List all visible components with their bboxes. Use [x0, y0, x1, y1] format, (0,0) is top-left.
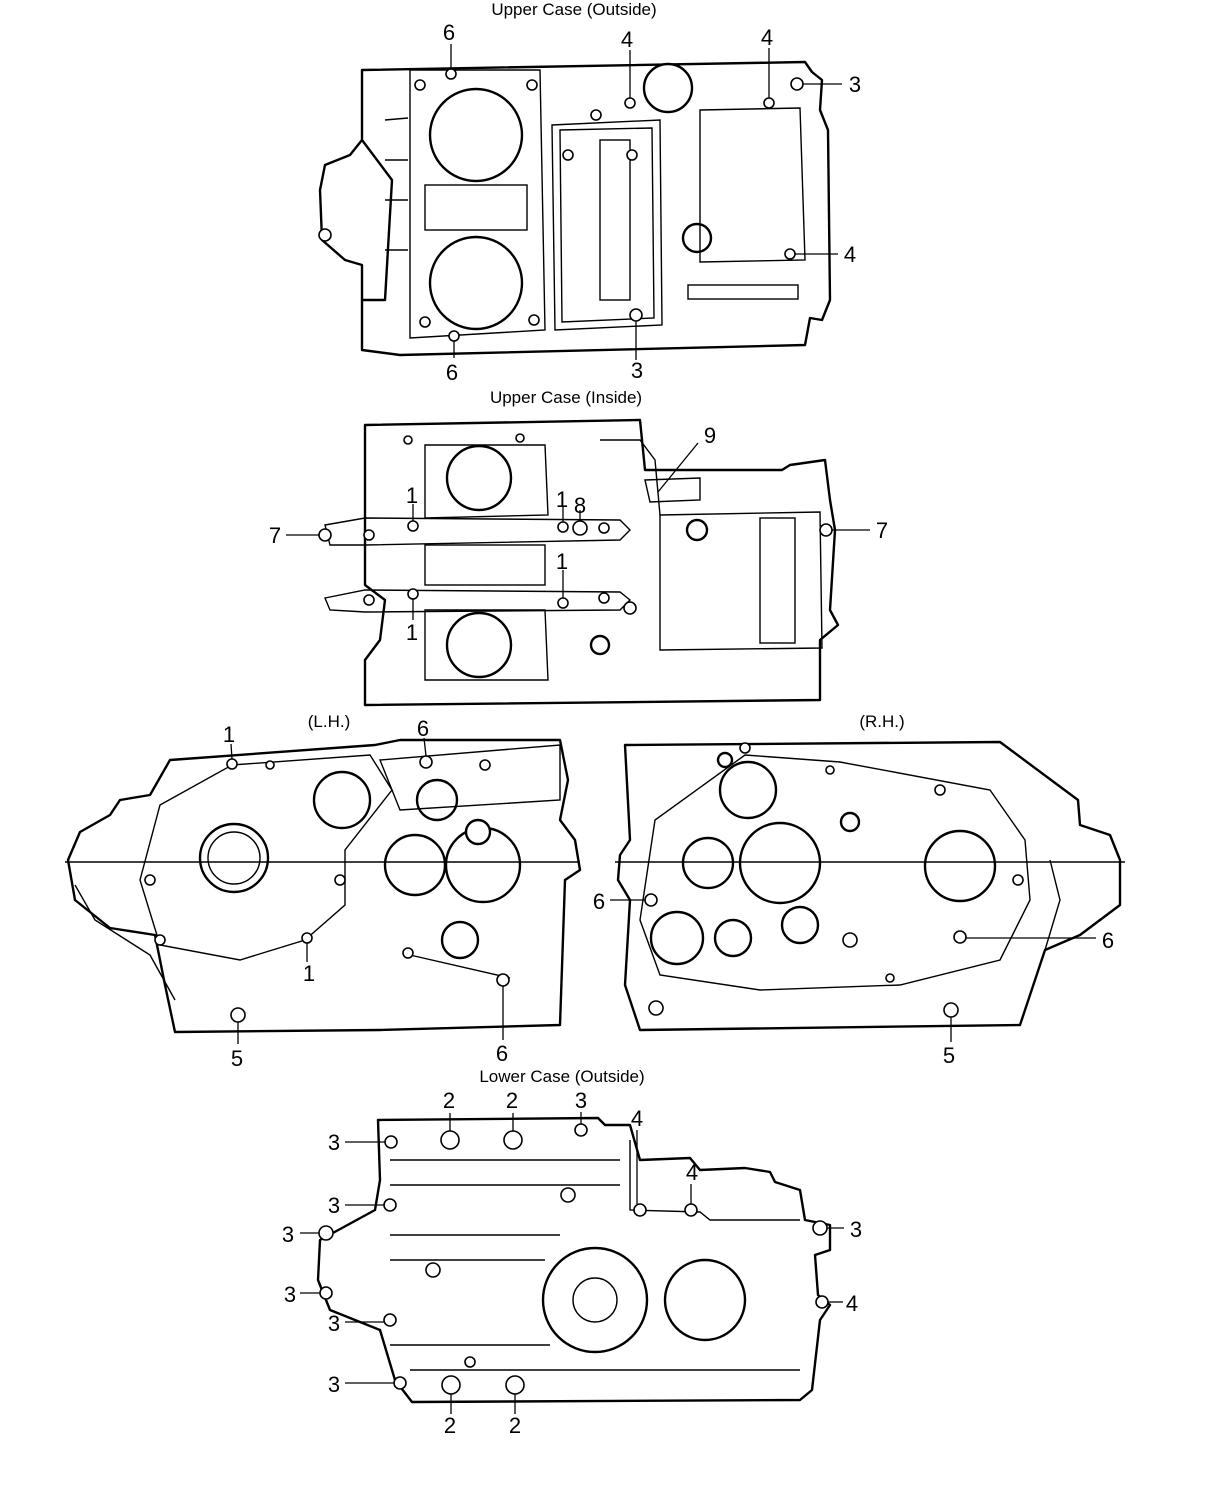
lower-case-outside-callouts: 2 2 3 4 3 4 3 3 3 4 3 3 3 2 2 [282, 1088, 862, 1438]
caption-upper-case-inside: Upper Case (Inside) [490, 388, 642, 407]
caption-lower-case-outside: Lower Case (Outside) [479, 1067, 644, 1086]
callout-uo-3-bottom: 3 [631, 358, 643, 383]
callout-uo-4-top-mid: 4 [621, 27, 633, 52]
callout-lo-3-left-3: 3 [282, 1222, 294, 1247]
callout-uo-4-right: 4 [844, 242, 856, 267]
upper-case-outside-callouts: 6 4 4 3 4 6 3 [443, 20, 861, 385]
caption-rh: (R.H.) [859, 712, 904, 731]
callout-lo-2-bottom-left: 2 [444, 1413, 456, 1438]
callout-ui-1-bottom-mid: 1 [556, 549, 568, 574]
callout-lo-3-left-4: 3 [284, 1282, 296, 1307]
upper-case-outside-drawing [318, 60, 832, 357]
rh-side-drawing [615, 740, 1125, 1032]
callout-uo-6-bottom: 6 [446, 360, 458, 385]
upper-case-inside-drawing [318, 418, 840, 707]
callout-lo-2-bottom-right: 2 [509, 1413, 521, 1438]
lower-case-outside-drawing [316, 1116, 832, 1404]
callout-ui-8: 8 [574, 493, 586, 518]
callout-lh-6-bottom: 6 [496, 1041, 508, 1066]
caption-upper-case-outside: Upper Case (Outside) [491, 0, 656, 19]
lh-side-view: (L.H.) [65, 712, 582, 1071]
callout-lh-1-top: 1 [223, 722, 235, 747]
lh-side-drawing [65, 738, 582, 1034]
callout-uo-3-right: 3 [849, 72, 861, 97]
upper-case-outside-view: Upper Case (Outside) [318, 0, 861, 385]
callout-lh-5: 5 [231, 1046, 243, 1071]
callout-lo-3-left-6: 3 [328, 1372, 340, 1397]
callout-lo-3-top: 3 [575, 1088, 587, 1113]
callout-lo-4-mid: 4 [686, 1160, 698, 1185]
callout-ui-7-right: 7 [876, 518, 888, 543]
callout-lo-3-left-2: 3 [328, 1193, 340, 1218]
lower-case-outside-view: Lower Case (Outside) [282, 1067, 862, 1438]
callout-lo-3-right: 3 [850, 1217, 862, 1242]
upper-case-inside-view: Upper Case (Inside) [269, 388, 888, 707]
callout-lh-1-bottom: 1 [303, 961, 315, 986]
rh-side-callouts: 6 6 5 [593, 889, 1114, 1068]
callout-lo-3-left-1: 3 [328, 1130, 340, 1155]
callout-ui-1-bottom-left: 1 [406, 620, 418, 645]
upper-case-inside-callouts: 9 1 1 8 7 7 1 1 [269, 423, 888, 645]
lh-side-callouts: 1 6 1 5 6 [223, 716, 508, 1071]
callout-rh-6-left: 6 [593, 889, 605, 914]
callout-lo-4-top: 4 [631, 1106, 643, 1131]
caption-lh: (L.H.) [308, 712, 351, 731]
callout-ui-9: 9 [704, 423, 716, 448]
callout-lo-2-top-left: 2 [443, 1088, 455, 1113]
callout-lo-3-left-5: 3 [328, 1311, 340, 1336]
callout-uo-6-top: 6 [443, 20, 455, 45]
callout-ui-1-top-left: 1 [406, 483, 418, 508]
callout-lo-4-right: 4 [846, 1291, 858, 1316]
callout-rh-5: 5 [943, 1043, 955, 1068]
rh-side-view: (R.H.) [593, 712, 1125, 1068]
callout-lo-2-top-right: 2 [506, 1088, 518, 1113]
callout-lh-6-top: 6 [417, 716, 429, 741]
callout-rh-6-right: 6 [1102, 928, 1114, 953]
callout-uo-4-top-right: 4 [761, 25, 773, 50]
callout-ui-7-left: 7 [269, 523, 281, 548]
callout-ui-1-top-mid: 1 [556, 487, 568, 512]
